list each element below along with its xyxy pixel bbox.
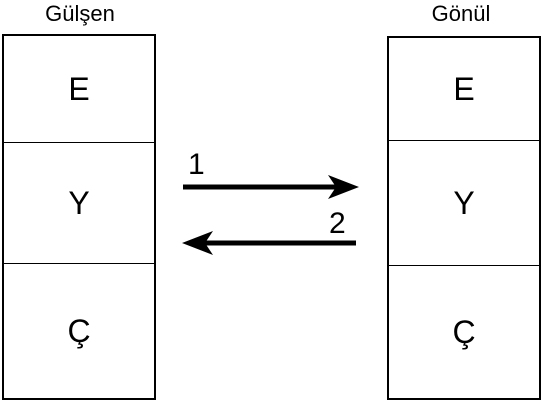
- left-cell-y: Y: [4, 143, 154, 264]
- arrow-2-head: [182, 231, 213, 255]
- left-cell-c: Ç: [67, 312, 91, 349]
- right-cell-c: Ç: [452, 313, 476, 350]
- right-ego-stack: E Y Ç: [387, 36, 541, 400]
- right-cell-y: Y: [389, 141, 539, 266]
- arrow-2-label: 2: [329, 207, 346, 240]
- left-party-title: Gülşen: [45, 1, 115, 26]
- left-ego-stack: E Y Ç: [2, 34, 156, 400]
- arrow-2-right-to-left: [182, 231, 356, 255]
- left-cell-e: E: [4, 36, 154, 143]
- arrow-1-label: 1: [188, 148, 205, 181]
- right-party-title: Gönül: [431, 1, 491, 26]
- arrow-1-head: [328, 175, 359, 199]
- arrow-1-left-to-right: [183, 175, 359, 199]
- right-cell-e: E: [389, 38, 539, 141]
